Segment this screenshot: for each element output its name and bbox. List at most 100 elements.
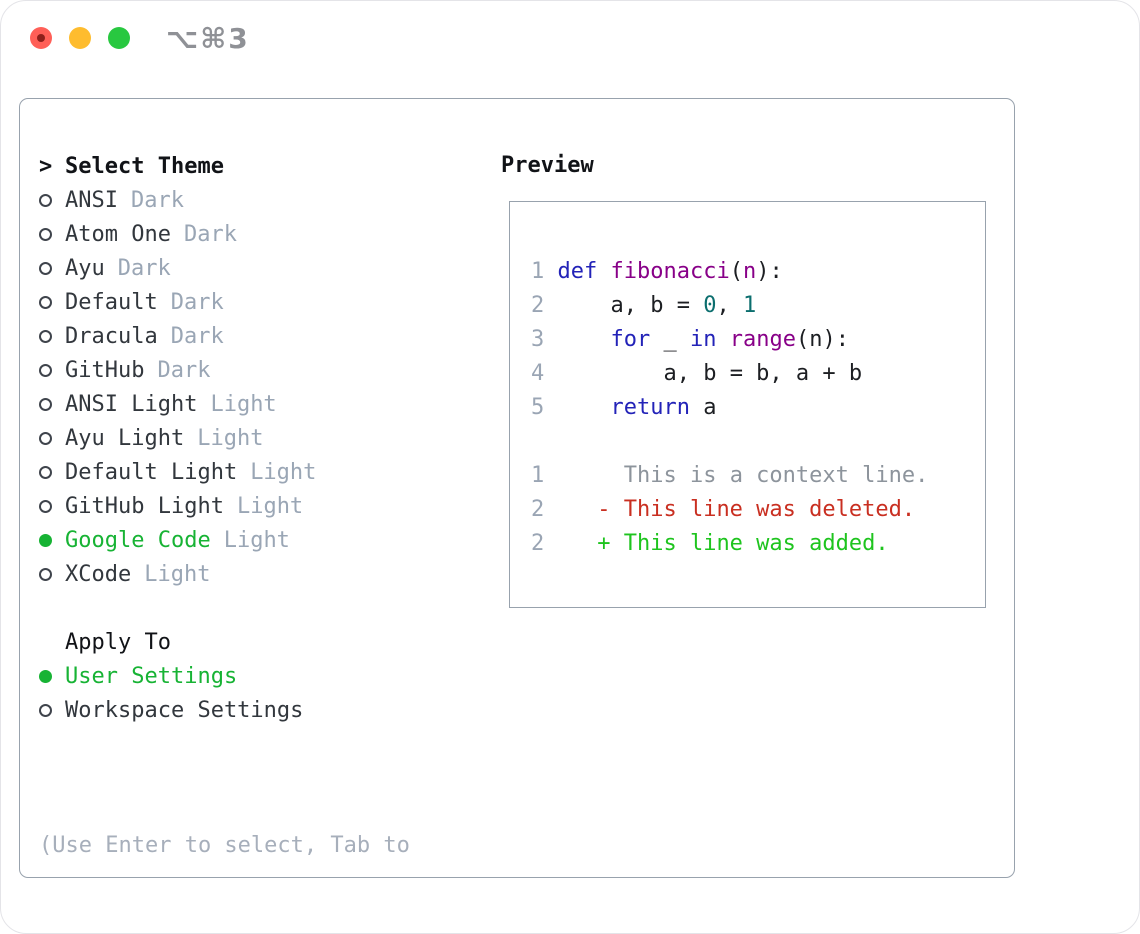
theme-name: Atom One bbox=[65, 221, 171, 247]
theme-name: XCode bbox=[65, 561, 132, 587]
theme-option[interactable]: Ayu Light Light bbox=[39, 421, 410, 455]
theme-name: GitHub Light bbox=[65, 493, 224, 519]
theme-option[interactable]: ANSI Light Light bbox=[39, 387, 410, 421]
preview-line: 4 a, b = b, a + b bbox=[531, 361, 863, 386]
window-titlebar: ⌥⌘3 bbox=[30, 22, 250, 55]
spacer bbox=[39, 591, 410, 625]
radio-icon bbox=[39, 499, 52, 513]
theme-list: ANSI Dark Atom One Dark Ayu Dark Default… bbox=[39, 183, 410, 591]
radio-cell bbox=[39, 363, 65, 377]
theme-variant-tag: Dark bbox=[183, 221, 237, 247]
theme-list-column: > Select Theme ANSI Dark Atom One Dark A… bbox=[39, 149, 410, 933]
radio-icon bbox=[39, 567, 52, 581]
maximize-button[interactable] bbox=[108, 27, 130, 49]
theme-option[interactable]: Default Dark bbox=[39, 285, 410, 319]
preview-line bbox=[531, 221, 985, 255]
radio-icon bbox=[39, 431, 52, 445]
theme-option[interactable]: GitHub Light Light bbox=[39, 489, 410, 523]
window-title-shortcut: ⌥⌘3 bbox=[166, 21, 250, 55]
theme-option[interactable]: GitHub Dark bbox=[39, 353, 410, 387]
prompt-caret-icon: > bbox=[39, 153, 53, 179]
theme-variant-tag: Dark bbox=[130, 187, 184, 213]
radio-cell bbox=[39, 431, 65, 445]
radio-cell bbox=[39, 567, 65, 581]
theme-name: Default Light bbox=[65, 459, 238, 485]
theme-name: ANSI Light bbox=[65, 391, 198, 417]
apply-to-option[interactable]: Workspace Settings bbox=[39, 693, 410, 727]
theme-option[interactable]: Ayu Dark bbox=[39, 251, 410, 285]
prompt-caret-cell: > bbox=[39, 154, 65, 179]
theme-name: ANSI bbox=[65, 187, 118, 213]
theme-option[interactable]: Default Light Light bbox=[39, 455, 410, 489]
radio-icon bbox=[39, 363, 52, 377]
theme-option[interactable]: Dracula Dark bbox=[39, 319, 410, 353]
theme-name: Ayu Light bbox=[65, 425, 185, 451]
theme-variant-tag: Dark bbox=[170, 323, 224, 349]
theme-variant-tag: Light bbox=[144, 561, 211, 587]
radio-cell bbox=[39, 703, 65, 717]
radio-cell bbox=[39, 669, 65, 683]
preview-title: Preview bbox=[501, 153, 594, 178]
theme-option[interactable]: ANSI Dark bbox=[39, 183, 410, 217]
radio-icon bbox=[39, 669, 52, 683]
preview-line: 2 - This line was deleted. bbox=[531, 497, 916, 522]
preview-line: 1 def fibonacci(n): bbox=[531, 259, 783, 284]
spacer bbox=[39, 727, 410, 761]
theme-picker-panel bbox=[19, 98, 1015, 878]
apply-to-option[interactable]: User Settings bbox=[39, 659, 410, 693]
help-text: (Use Enter to select, Tab to change focu… bbox=[39, 761, 410, 933]
radio-icon bbox=[39, 227, 52, 241]
theme-variant-tag: Dark bbox=[170, 289, 224, 315]
preview-line: 2 + This line was added. bbox=[531, 531, 889, 556]
preview-code: 1 def fibonacci(n): 2 a, b = 0, 1 3 for _ … bbox=[531, 221, 985, 561]
theme-variant-tag: Dark bbox=[117, 255, 171, 281]
minimize-button[interactable] bbox=[69, 27, 91, 49]
apply-to-list: User Settings Workspace Settings bbox=[39, 659, 410, 727]
radio-icon bbox=[39, 465, 52, 479]
radio-icon bbox=[39, 295, 52, 309]
radio-cell bbox=[39, 397, 65, 411]
theme-variant-tag: Light bbox=[250, 459, 317, 485]
radio-cell bbox=[39, 227, 65, 241]
theme-option[interactable]: Atom One Dark bbox=[39, 217, 410, 251]
theme-option[interactable]: Google Code Light bbox=[39, 523, 410, 557]
select-theme-header: > Select Theme bbox=[39, 149, 410, 183]
radio-cell bbox=[39, 465, 65, 479]
radio-icon bbox=[39, 397, 52, 411]
radio-cell bbox=[39, 193, 65, 207]
preview-line: 1 This is a context line. bbox=[531, 463, 929, 488]
theme-variant-tag: Light bbox=[223, 527, 290, 553]
radio-icon bbox=[39, 329, 52, 343]
select-theme-title: Select Theme bbox=[65, 153, 224, 179]
theme-name: GitHub bbox=[65, 357, 145, 383]
radio-cell bbox=[39, 261, 65, 275]
apply-to-title: Apply To bbox=[65, 629, 171, 655]
apply-to-option-name: User Settings bbox=[65, 663, 238, 689]
apply-to-header: Apply To bbox=[39, 625, 410, 659]
radio-icon bbox=[39, 703, 52, 717]
theme-variant-tag: Light bbox=[210, 391, 277, 417]
preview-line bbox=[531, 425, 985, 459]
radio-cell bbox=[39, 533, 65, 547]
radio-cell bbox=[39, 499, 65, 513]
radio-icon bbox=[39, 193, 52, 207]
theme-name: Dracula bbox=[65, 323, 158, 349]
apply-to-option-name: Workspace Settings bbox=[65, 697, 304, 723]
help-text-line-1: (Use Enter to select, Tab to bbox=[39, 833, 410, 858]
radio-cell bbox=[39, 329, 65, 343]
preview-line: 3 for _ in range(n): bbox=[531, 327, 849, 352]
theme-name: Google Code bbox=[65, 527, 211, 553]
radio-cell bbox=[39, 295, 65, 309]
close-button[interactable] bbox=[30, 27, 52, 49]
theme-name: Ayu bbox=[65, 255, 105, 281]
theme-variant-tag: Light bbox=[197, 425, 264, 451]
theme-variant-tag: Dark bbox=[157, 357, 211, 383]
radio-icon bbox=[39, 261, 52, 275]
theme-option[interactable]: XCode Light bbox=[39, 557, 410, 591]
preview-box: 1 def fibonacci(n): 2 a, b = 0, 1 3 for _ … bbox=[509, 201, 986, 608]
theme-name: Default bbox=[65, 289, 158, 315]
preview-line: 5 return a bbox=[531, 395, 717, 420]
theme-variant-tag: Light bbox=[236, 493, 304, 519]
preview-line: 2 a, b = 0, 1 bbox=[531, 293, 757, 318]
